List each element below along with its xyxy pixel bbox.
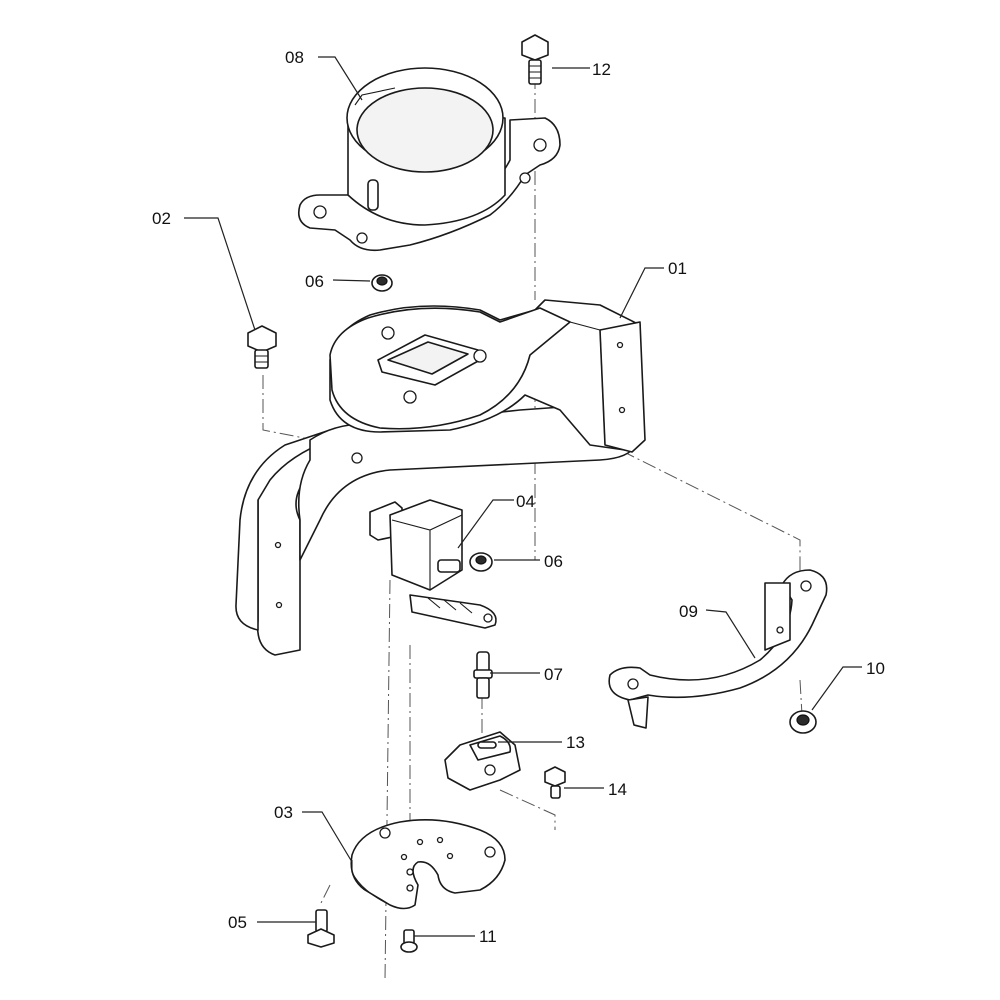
callout-13: 13 — [566, 733, 585, 752]
callout-01: 01 — [668, 259, 687, 278]
callout-labels: 08 12 02 06 01 04 06 09 07 10 13 14 03 0… — [152, 48, 885, 946]
callout-09: 09 — [679, 602, 698, 621]
leader-lines — [184, 56, 862, 937]
callout-14: 14 — [608, 780, 627, 799]
part-06-nut-upper — [371, 274, 393, 292]
part-07-stud — [473, 651, 493, 699]
part-04-level-sensor — [369, 499, 497, 629]
callout-03: 03 — [274, 803, 293, 822]
part-11-screw — [400, 929, 418, 953]
callout-05: 05 — [228, 913, 247, 932]
part-08-cup-bracket — [297, 67, 561, 252]
callout-02: 02 — [152, 209, 171, 228]
part-02-bolt — [247, 325, 277, 369]
part-03-base-plate — [350, 818, 506, 910]
part-13-clamp — [444, 731, 521, 791]
part-05-bolt — [307, 909, 335, 948]
part-14-bolt — [544, 766, 566, 799]
callout-11: 11 — [479, 927, 497, 946]
callout-08: 08 — [285, 48, 304, 67]
callout-12: 12 — [592, 60, 611, 79]
callout-07: 07 — [544, 665, 563, 684]
callout-10: 10 — [866, 659, 885, 678]
part-09-curved-strap — [608, 569, 828, 729]
callout-06-middle: 06 — [544, 552, 563, 571]
callout-04: 04 — [516, 492, 535, 511]
callout-06-upper: 06 — [305, 272, 324, 291]
part-12-bolt — [521, 34, 549, 85]
part-01-main-bracket — [235, 299, 646, 656]
part-10-nut — [789, 710, 817, 734]
part-06-nut-middle — [469, 552, 493, 572]
